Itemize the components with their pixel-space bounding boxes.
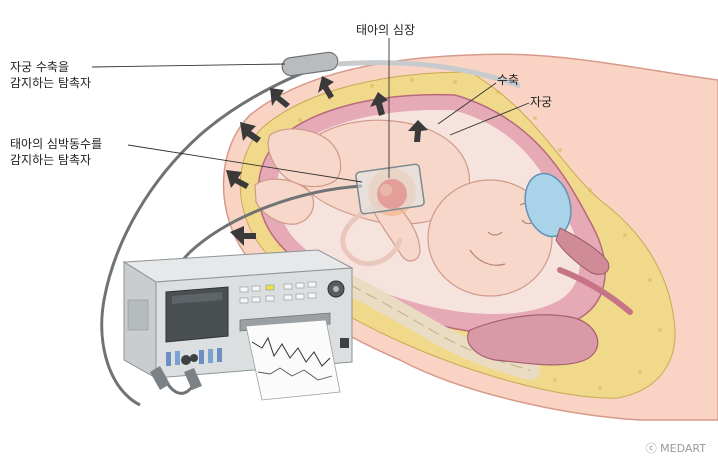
vagina-canal [557,267,633,315]
fetus-legs [267,128,342,188]
contraction-probe-cable [100,60,339,407]
label-contraction: 수축 [497,73,520,87]
contraction-arrows [226,76,428,246]
monitor-knob-center [333,286,339,292]
rectum [467,314,599,366]
label-fetal-heart-probe-line1: 태아의 심박동수를 [10,137,103,151]
arrow-3 [370,92,388,116]
arrow-2 [318,76,334,99]
label-fetal-heart-probe: 태아의 심박동수를 감지하는 탐촉자 [10,136,102,168]
leader-uterus [449,102,530,136]
leader-contraction [437,82,497,125]
label-uterus: 자궁 [530,95,553,109]
cable-plug-right [184,368,202,390]
fat-texture [260,78,662,390]
leader-fetal-heart-probe [127,144,363,183]
arrow-1 [270,88,290,108]
arrow-4 [240,122,261,143]
umbilical-cord [340,202,403,267]
label-contraction-probe-line1: 자궁 수축을 [10,60,70,74]
monitor-power-button [340,338,349,348]
pubic-bone [555,227,610,275]
fetus-face [469,231,506,266]
label-fetal-heart-probe-line2: 감지하는 탐촉자 [10,153,92,167]
belt-strap [337,60,521,89]
ctg-trace-lower [257,367,333,381]
medart-credit: ⓒ MEDART [645,442,706,455]
monitor-side-panel [127,299,149,331]
bladder [524,172,572,238]
label-contraction-probe: 자궁 수축을 감지하는 탐촉자 [10,59,91,91]
ctg-trace [251,336,331,367]
ctg-monitor [122,249,354,401]
arrow-7 [408,120,428,142]
arrow-5 [226,170,249,189]
spine [340,275,540,380]
cable-plug-left [150,366,170,390]
arrow-6 [230,226,256,246]
label-fetal-heart: 태아의 심장 [356,23,416,37]
leader-contraction-probe [91,63,286,68]
monitor-buttons [239,281,317,304]
fetus-head [427,179,553,297]
leader-lines [91,38,530,183]
ctg-paper-strip [245,319,341,401]
monitor-screen-glare [172,292,222,304]
monitor-connectors [166,348,222,366]
fetal-heart-probe [355,163,425,215]
contraction-probe [281,51,339,77]
label-contraction-probe-line2: 감지하는 탐촉자 [10,76,92,90]
